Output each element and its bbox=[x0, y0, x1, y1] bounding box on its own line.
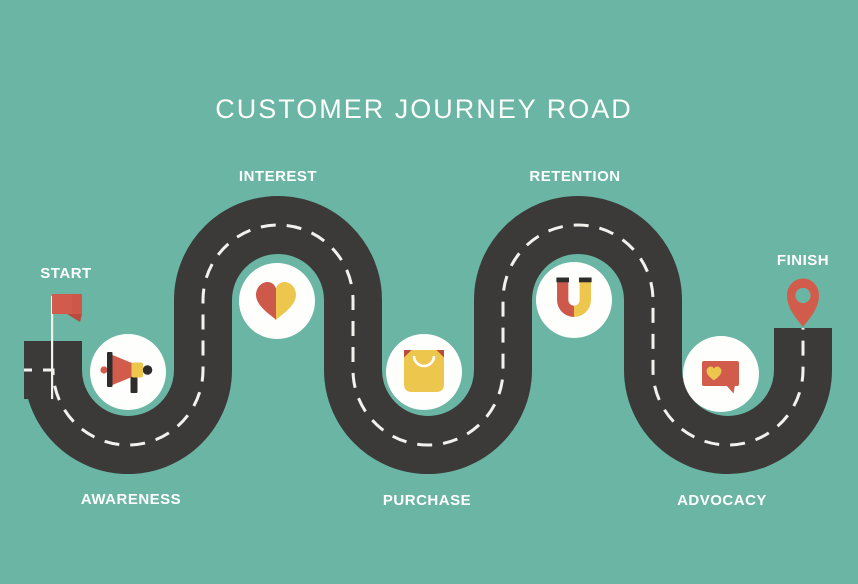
road-centerline bbox=[24, 223, 805, 447]
stage-label-retention: RETENTION bbox=[529, 168, 621, 185]
split-heart-icon bbox=[256, 282, 296, 320]
start-label: START bbox=[40, 265, 92, 282]
stage-label-interest: INTEREST bbox=[238, 168, 318, 185]
megaphone-icon bbox=[100, 352, 153, 393]
page-title: CUSTOMER JOURNEY ROAD bbox=[215, 94, 633, 124]
shopping-bag-icon bbox=[404, 350, 444, 392]
stage-label-awareness: AWARENESS bbox=[80, 491, 182, 508]
stage-label-purchase: PURCHASE bbox=[382, 492, 472, 509]
stage-circle-retention bbox=[536, 262, 612, 338]
location-pin-icon bbox=[787, 278, 819, 327]
flag-icon bbox=[51, 294, 82, 399]
speech-bubble-heart-icon bbox=[702, 361, 739, 394]
finish-label: FINISH bbox=[776, 252, 830, 269]
road bbox=[24, 196, 832, 474]
stage-label-advocacy: ADVOCACY bbox=[677, 492, 767, 509]
magnet-icon bbox=[556, 277, 592, 317]
